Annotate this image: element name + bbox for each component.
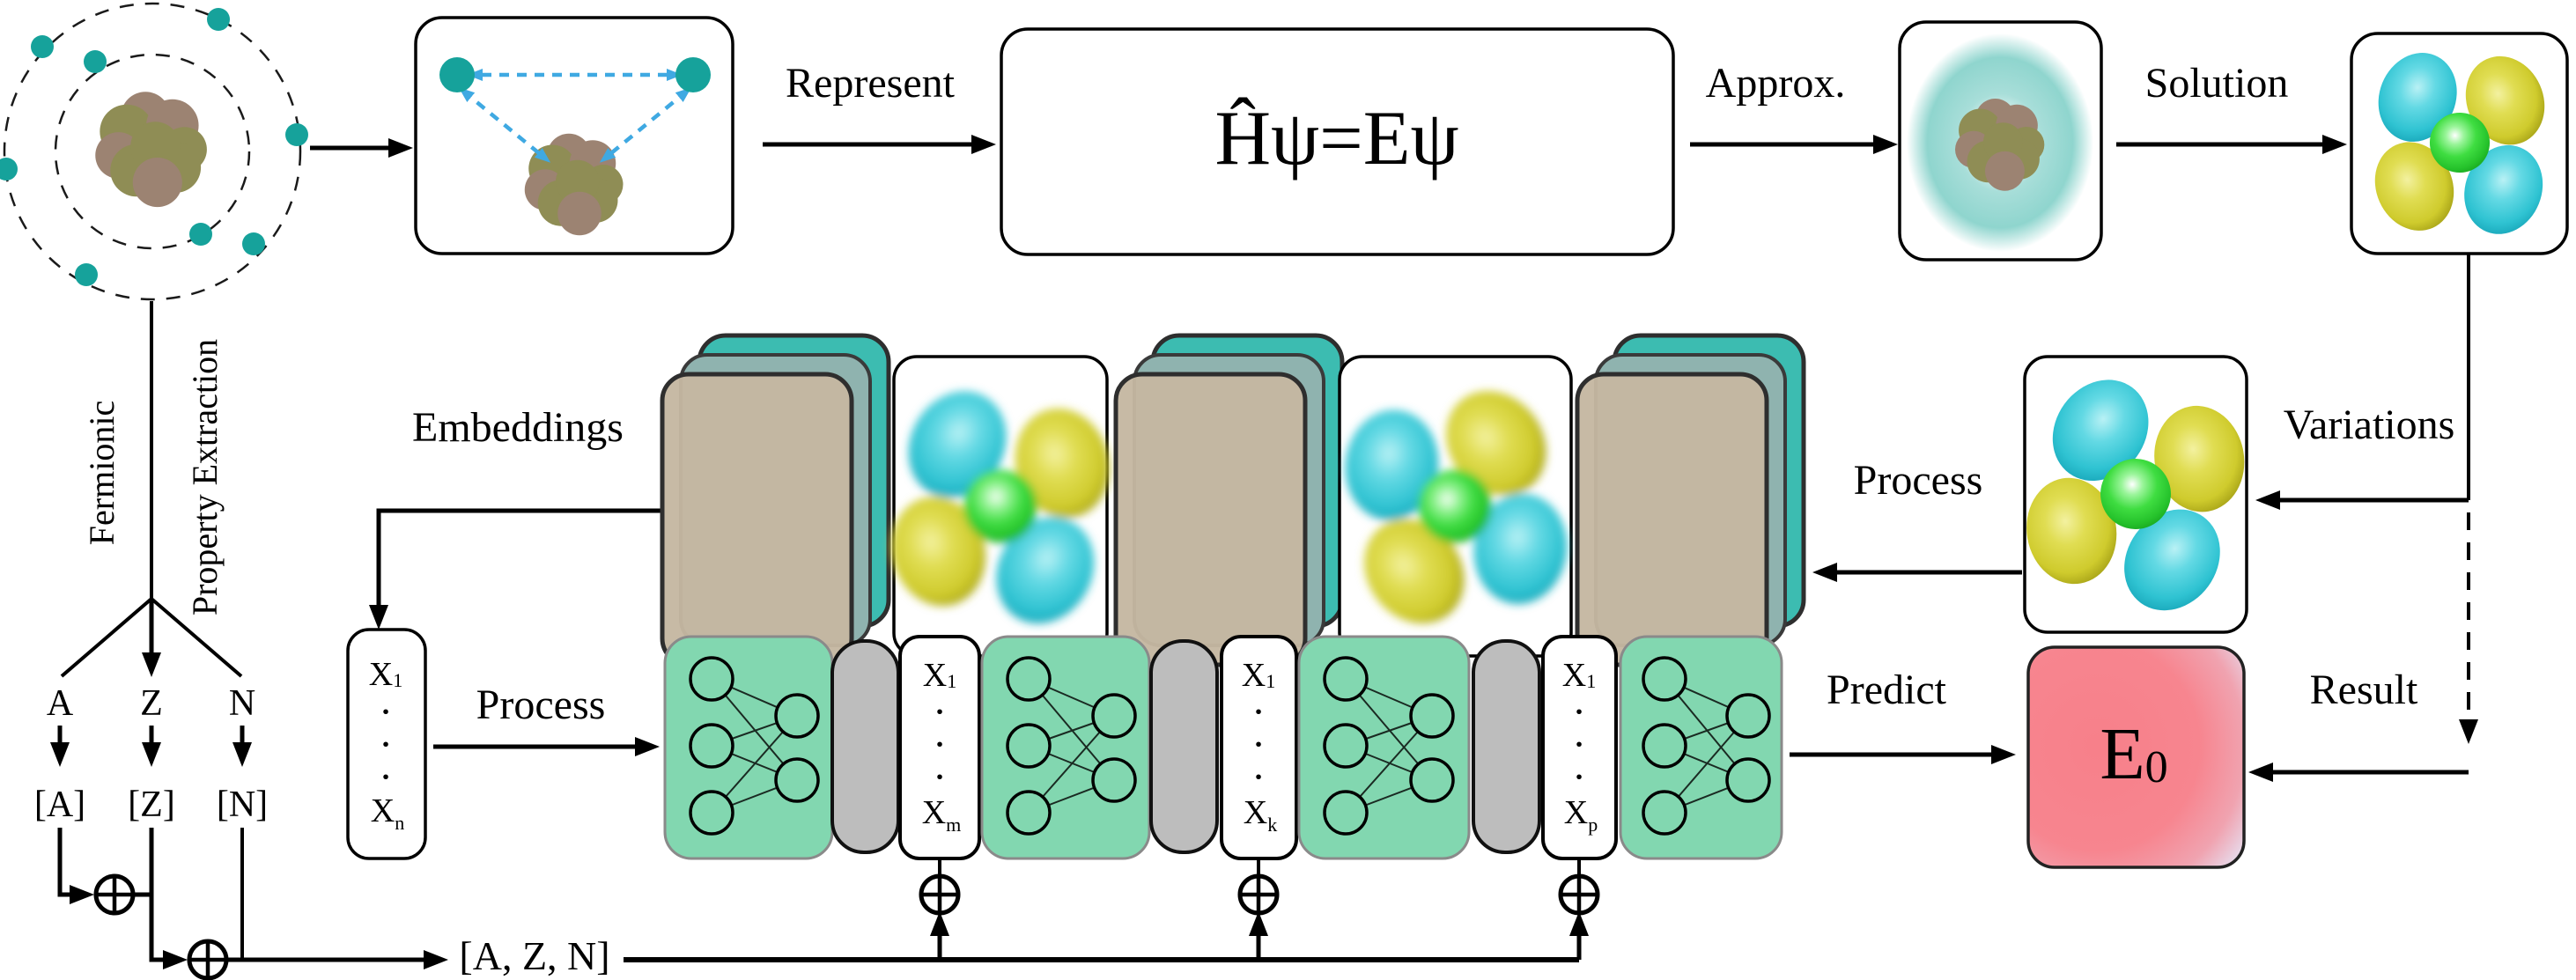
stack-layer-front (660, 372, 854, 667)
latent-vector-1-top: X1 (922, 657, 957, 694)
oplus-4 (1237, 873, 1280, 916)
azn-bracket-label: [A, Z, N] (459, 933, 610, 978)
electron-icon (285, 123, 308, 146)
atom-illustration (0, 2, 308, 301)
embedding-stack-2 (1113, 333, 1345, 667)
process-mid-label: Process (1853, 457, 1983, 504)
variations-label: Variations (2283, 402, 2455, 448)
latent-vector-3-bottom: Xp (1563, 793, 1598, 836)
a-bracket-label: [A] (33, 785, 86, 825)
equation-text: Ĥψ=Eψ (1214, 96, 1459, 181)
mlp-nodes (1323, 656, 1455, 836)
vector-dots: ··· (380, 696, 391, 794)
embedding-stack-3 (1575, 333, 1806, 667)
electron-icon (75, 263, 98, 286)
stack-layer-front (1575, 372, 1769, 667)
fermionic-label: Fermionic (82, 400, 122, 546)
process-label: Process (476, 682, 606, 728)
result-label: Result (2309, 667, 2418, 713)
n-label: N (228, 683, 256, 724)
mlp-block-3 (1297, 635, 1471, 860)
orbital-image-box-2 (1308, 355, 1602, 658)
electron-orbit-inner-icon (54, 53, 251, 250)
embedding-stack-1 (660, 333, 891, 667)
interaction-arrow (599, 87, 692, 163)
meanfield-box (1898, 20, 2103, 262)
branch-a (60, 597, 153, 678)
stack-layer-front (1113, 372, 1308, 667)
embeddings-arrow (369, 508, 662, 630)
equation-box-frame (1000, 27, 1675, 256)
n-bracket-label: [N] (216, 785, 269, 825)
energy-label: E0 (2100, 713, 2168, 795)
electron-dots (0, 8, 308, 286)
latent-vector-2-bottom: Xk (1243, 793, 1278, 836)
latent-vector-2-top: X1 (1241, 657, 1276, 694)
oplus-5 (1558, 873, 1600, 916)
atom-nucleus-icon (95, 92, 207, 208)
electron-icon (207, 8, 230, 31)
mlp-block-2 (980, 635, 1151, 860)
separator-bar-3 (1472, 639, 1541, 854)
solution-box (2350, 32, 2569, 255)
predict-label: Predict (1827, 667, 1946, 713)
embeddings-label: Embeddings (412, 404, 624, 451)
latent-vector-3-top: X1 (1561, 657, 1597, 694)
mlp-block-1 (663, 635, 834, 860)
vector-dots: ··· (1253, 696, 1264, 794)
mlp-nodes (1642, 656, 1771, 836)
represent-label: Represent (786, 60, 955, 107)
oplus-3 (919, 873, 961, 916)
z-concat-path (149, 828, 188, 969)
electron-icon (84, 50, 107, 73)
branch-n (150, 597, 243, 678)
orbital-image-box-1 (864, 355, 1137, 658)
electron-orbit-outer-icon (3, 2, 302, 301)
latent-vector-1-bottom: Xm (921, 793, 962, 836)
electron-icon (31, 35, 54, 58)
property-extraction-label: Property Extraction (185, 338, 225, 616)
variations-box (1994, 350, 2277, 640)
electron-icon (242, 232, 265, 255)
interaction-graph-box (414, 16, 734, 255)
nucleon-node-icon (675, 57, 711, 92)
a-label: A (46, 683, 74, 724)
input-vector-box-frame (346, 628, 427, 860)
vector-dots: ··· (934, 696, 945, 794)
electron-icon (189, 223, 212, 246)
oplus-2 (187, 939, 229, 980)
separator-bar-1 (830, 639, 900, 854)
input-vector-bottom: Xn (370, 792, 405, 835)
nucleon-node-icon (439, 57, 475, 92)
solution-label: Solution (2144, 60, 2289, 107)
z-label: Z (140, 683, 163, 724)
mlp-nodes (689, 656, 820, 836)
electron-icon (0, 158, 18, 181)
oplus-1 (93, 873, 136, 916)
interaction-arrow (458, 87, 551, 163)
z-bracket-label: [Z] (128, 785, 175, 825)
mlp-block-4 (1619, 635, 1783, 860)
input-vector-top: X1 (368, 656, 403, 693)
a-concat-path (57, 828, 94, 904)
separator-bar-2 (1149, 639, 1219, 854)
vector-dots: ··· (1574, 696, 1584, 794)
approx-label: Approx. (1705, 60, 1846, 107)
energy-box-frame (2026, 645, 2246, 869)
mlp-nodes (1006, 656, 1137, 836)
